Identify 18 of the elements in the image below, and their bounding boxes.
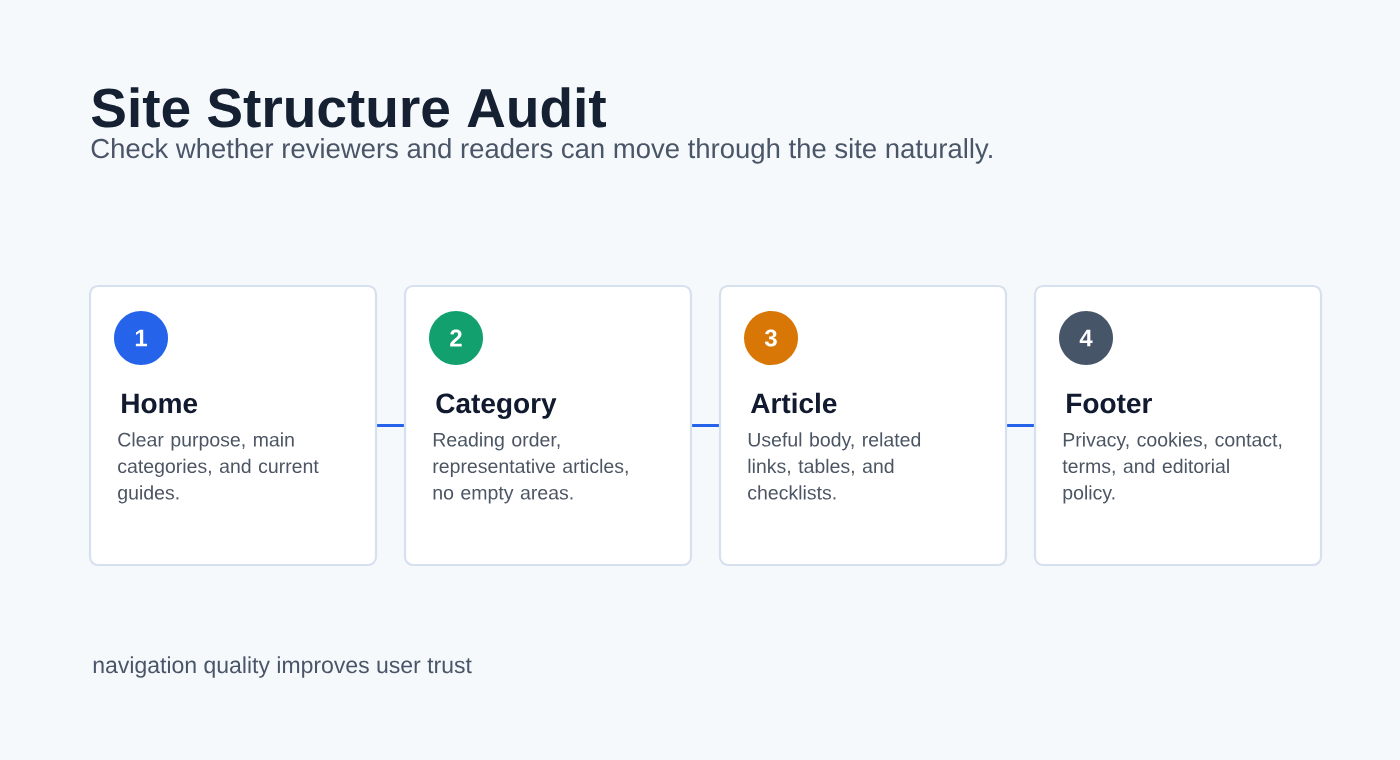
number-badge: 2 <box>429 311 483 365</box>
number-badge: 1 <box>114 311 168 365</box>
connector-line <box>1007 424 1034 427</box>
step-description: Privacy, cookies, contact, terms, and editorial policy. <box>1062 432 1282 504</box>
step-heading: Article <box>750 392 837 414</box>
connector-line <box>692 424 719 427</box>
subtitle: Check whether reviewers and readers can move through the site naturally. <box>91 138 992 164</box>
connector-line <box>377 424 404 427</box>
number-badge: 4 <box>1059 311 1113 365</box>
step-heading: Footer <box>1067 393 1152 414</box>
title: Site Structure Audit <box>91 87 606 128</box>
number-badge: 3 <box>744 311 798 365</box>
step-description: Reading order, representative articles, no empty areas. <box>433 432 628 504</box>
step-description: Clear purpose, main categories, and current guides. <box>118 432 319 504</box>
step-description: Useful body, related links, tables, and checklists. <box>748 432 921 500</box>
footnote: navigation quality improves user trust <box>93 656 472 678</box>
step-heading: Home <box>122 393 198 414</box>
step-heading: Category <box>436 393 557 419</box>
